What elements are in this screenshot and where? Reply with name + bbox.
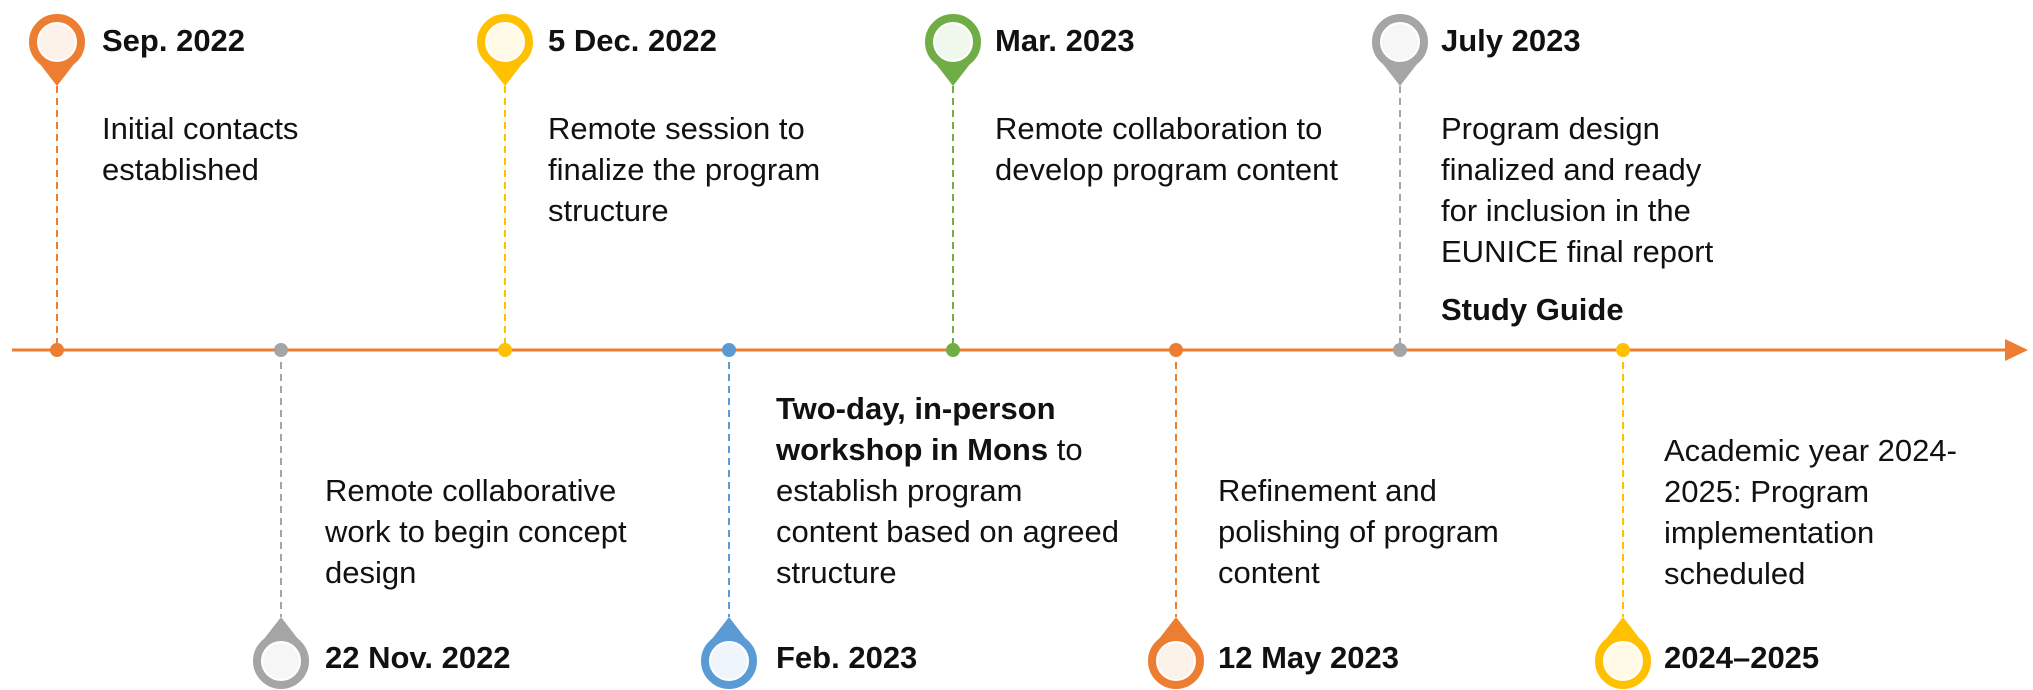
pin-icon-orange	[1148, 617, 1204, 689]
event-dot	[1169, 343, 1183, 357]
event-date: July 2023	[1441, 23, 1581, 58]
pin-icon-gray	[253, 617, 309, 689]
event-description: Remote collaborative work to begin conce…	[325, 473, 627, 590]
event-description: Refinement and polishing of program cont…	[1218, 473, 1499, 590]
event-date: Mar. 2023	[995, 23, 1135, 58]
pin-icon-green	[925, 14, 981, 86]
event-dot	[274, 343, 288, 357]
event-description: Initial contacts established	[102, 111, 299, 187]
event-date: 2024–2025	[1664, 640, 1820, 675]
event-description-bold: Two-day, in-person workshop in Mons	[776, 391, 1056, 467]
event-date: Feb. 2023	[776, 640, 918, 675]
pin-icon-orange	[29, 14, 85, 86]
pin-icon-blue	[701, 617, 757, 689]
event-description: Two-day, in-person workshop in Mons to e…	[776, 388, 1121, 593]
event-description: Program design finalized and ready for i…	[1441, 111, 1714, 269]
event-description: Academic year 2024-2025: Program impleme…	[1664, 433, 1957, 591]
event-dot	[722, 343, 736, 357]
event-date: 22 Nov. 2022	[325, 640, 511, 675]
event-dot	[946, 343, 960, 357]
pin-icon-yellow	[1595, 617, 1651, 689]
event-description-rest: to establish program content based on ag…	[776, 432, 1119, 590]
event-description: Remote session to finalize the program s…	[548, 111, 821, 228]
event-date: 12 May 2023	[1218, 640, 1399, 675]
event-date: Sep. 2022	[102, 23, 246, 58]
event-dot	[50, 343, 64, 357]
event-description: Remote collaboration to develop program …	[995, 111, 1338, 187]
event-dot	[498, 343, 512, 357]
event-date: 5 Dec. 2022	[548, 23, 717, 58]
study-guide-label: Study Guide	[1441, 292, 1624, 327]
event-dot	[1616, 343, 1630, 357]
timeline-arrow-icon	[2005, 339, 2028, 361]
pin-icon-yellow	[477, 14, 533, 86]
pin-icon-gray	[1372, 14, 1428, 86]
event-dot	[1393, 343, 1407, 357]
